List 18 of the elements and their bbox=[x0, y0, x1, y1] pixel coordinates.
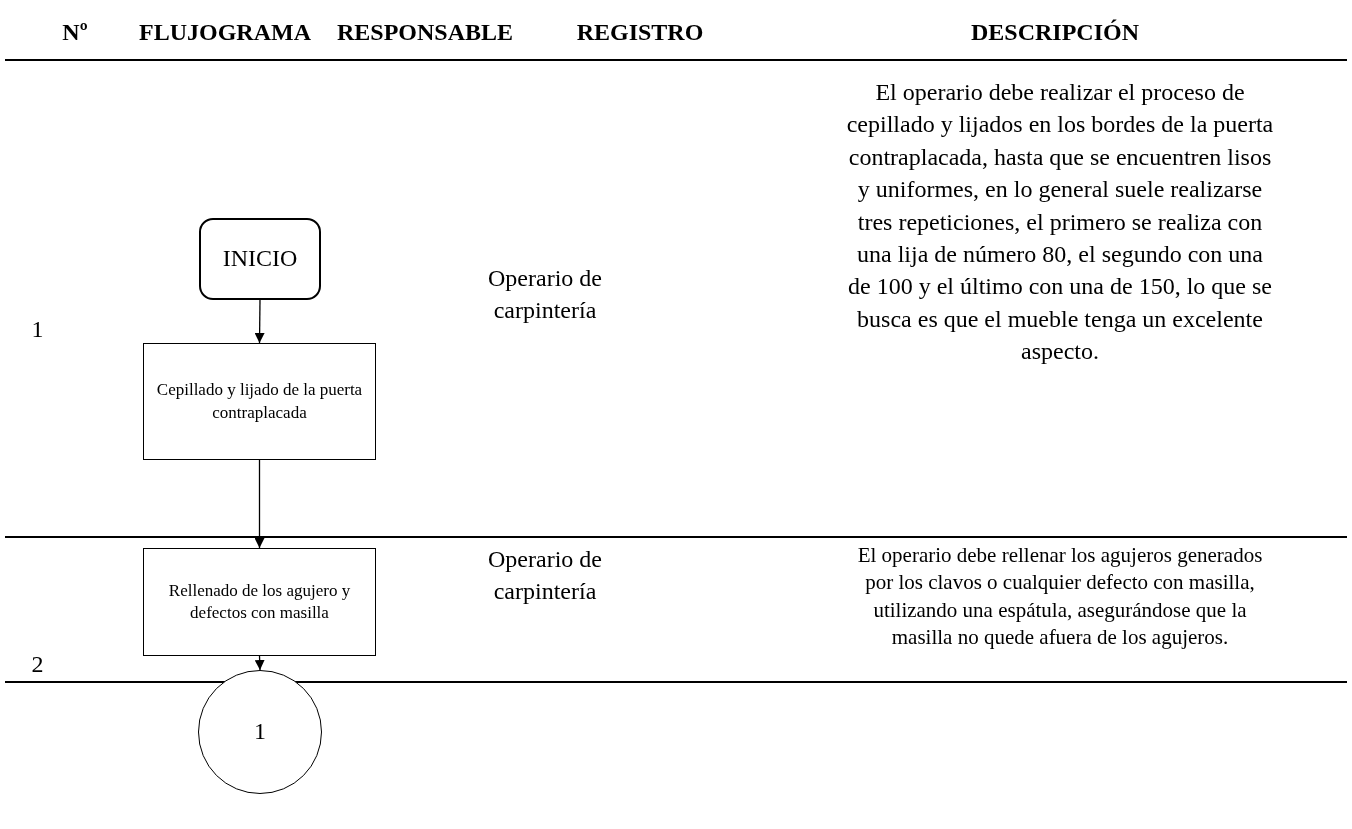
connector-circle: 1 bbox=[198, 670, 322, 794]
row-number: 2 bbox=[30, 650, 45, 679]
process-box: Rellenado de los agujero y defectos con masilla bbox=[143, 548, 376, 656]
process-box: Cepillado y lijado de la puerta contraplacada bbox=[143, 343, 376, 460]
responsible-text: Operario de carpintería bbox=[487, 264, 603, 326]
arrow bbox=[254, 299, 265, 344]
arrow bbox=[254, 459, 265, 549]
description-text: El operario debe rellenar los agujeros generados por los clavos o cualquier defecto con masilla, utilizando una espátula, asegurándose que la masilla no quede afuera de los agujeros. bbox=[856, 542, 1264, 651]
column-header: DESCRIPCIÓN bbox=[970, 18, 1140, 47]
column-header: Nº bbox=[61, 18, 89, 47]
arrow bbox=[254, 655, 265, 671]
responsible-text: Operario de carpintería bbox=[487, 545, 603, 607]
column-header: FLUJOGRAMA bbox=[138, 18, 312, 47]
column-header: RESPONSABLE bbox=[335, 18, 515, 47]
description-text: El operario debe realizar el proceso de cepillado y lijados en los bordes de la puerta contraplacada, hasta que se encuentren lisos y uniformes, en lo general suele realizarse tres repeticiones, el primero se realiza con una lija de número 80, el segundo con una de 100 y el último con una de 150, lo que se busca es que el mueble tenga un excelente aspecto. bbox=[845, 78, 1275, 367]
terminal-box: INICIO bbox=[199, 218, 321, 300]
column-header: REGISTRO bbox=[575, 18, 705, 47]
row-number: 1 bbox=[30, 315, 45, 344]
